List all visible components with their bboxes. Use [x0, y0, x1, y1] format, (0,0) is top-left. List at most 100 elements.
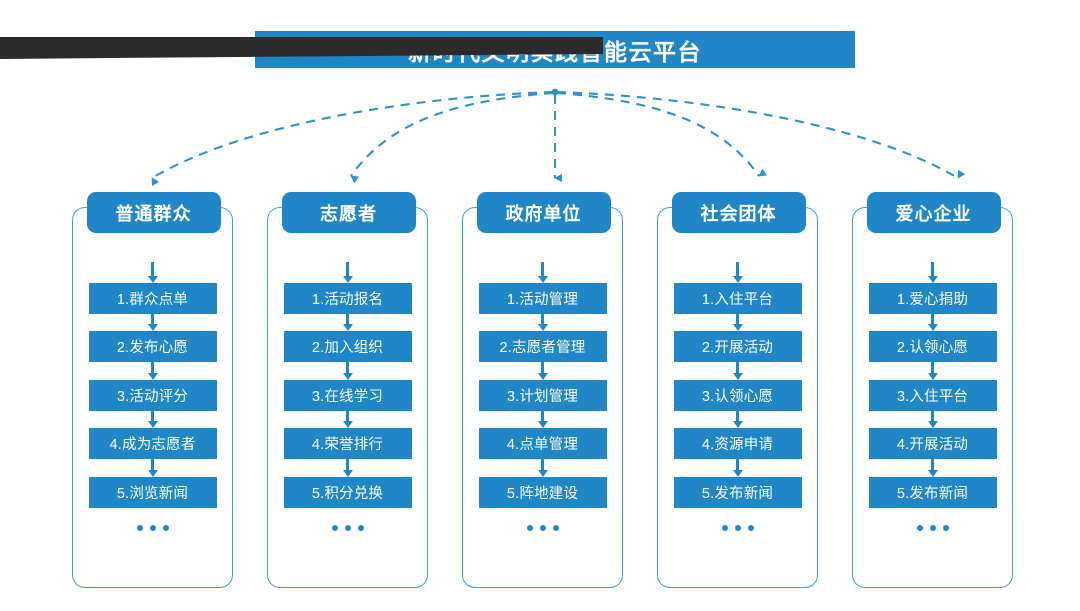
column-header-4[interactable]: 社会团体 — [671, 192, 806, 233]
item-label: 5.发布新闻 — [701, 485, 774, 502]
list-item[interactable]: 2.志愿者管理 — [478, 331, 607, 362]
flow-arrow-icon — [926, 362, 940, 380]
item-label: 2.开展活动 — [701, 340, 774, 356]
flow-arrow-icon — [926, 410, 940, 428]
item-label: 1.群众点单 — [116, 291, 189, 308]
list-item[interactable]: 5.积分兑换 — [283, 476, 412, 508]
list-item[interactable]: 4.开展活动 — [868, 428, 997, 459]
flow-arrow-icon — [341, 313, 355, 331]
list-item[interactable]: 2.加入组织 — [283, 331, 412, 362]
column-header-label: 志愿者 — [320, 203, 377, 224]
role-column-putongqunzhong: 普通群众 1.群众点单 2.发布心愿 3.活动评分 4.成为志愿者 5.浏览新闻 — [72, 192, 235, 590]
role-column-zhengfudanwei: 政府单位 1.活动管理 2.志愿者管理 3.计划管理 4.点单管理 5.阵地建设 — [462, 192, 625, 590]
column-header-label: 政府单位 — [505, 203, 582, 224]
column-header-label: 普通群众 — [115, 203, 192, 224]
flow-arrow-icon — [536, 262, 550, 283]
list-item[interactable]: 1.活动管理 — [478, 282, 607, 314]
item-label: 3.活动评分 — [116, 388, 189, 405]
item-label: 1.活动报名 — [311, 291, 384, 308]
list-item[interactable]: 2.认领心愿 — [868, 331, 997, 362]
list-item[interactable]: 2.开展活动 — [673, 331, 802, 362]
item-label: 5.浏览新闻 — [116, 485, 189, 502]
item-label: 4.资源申请 — [701, 437, 774, 453]
flow-arrow-icon — [926, 262, 940, 283]
item-label: 4.成为志愿者 — [109, 437, 196, 453]
column-header-label: 爱心企业 — [895, 203, 972, 224]
list-item[interactable]: 5.阵地建设 — [478, 476, 607, 508]
item-label: 2.加入组织 — [311, 340, 384, 356]
flow-arrow-icon — [146, 313, 160, 331]
item-label: 5.积分兑换 — [311, 485, 384, 502]
flow-arrow-icon — [536, 410, 550, 428]
item-label: 2.发布心愿 — [116, 340, 189, 356]
flow-arrow-icon — [926, 459, 940, 477]
column-header-2[interactable]: 志愿者 — [281, 192, 416, 233]
list-item[interactable]: 3.入住平台 — [868, 379, 997, 411]
item-label: 2.认领心愿 — [896, 340, 969, 356]
more-items-ellipsis — [916, 524, 949, 531]
item-label: 3.认领心愿 — [701, 388, 774, 405]
column-body: 1.活动管理 2.志愿者管理 3.计划管理 4.点单管理 5.阵地建设 — [462, 262, 623, 531]
flow-arrow-icon — [341, 410, 355, 428]
list-item[interactable]: 5.发布新闻 — [673, 476, 802, 508]
flow-arrow-icon — [341, 262, 355, 283]
chevron-down-icon — [548, 71, 564, 83]
column-body: 1.群众点单 2.发布心愿 3.活动评分 4.成为志愿者 5.浏览新闻 — [72, 262, 233, 531]
item-label: 5.阵地建设 — [506, 485, 579, 502]
list-item[interactable]: 2.发布心愿 — [88, 331, 217, 362]
list-item[interactable]: 1.入住平台 — [673, 282, 802, 314]
column-body: 1.入住平台 2.开展活动 3.认领心愿 4.资源申请 5.发布新闻 — [657, 262, 818, 531]
list-item[interactable]: 3.认领心愿 — [673, 379, 802, 411]
item-label: 3.在线学习 — [311, 388, 384, 405]
flow-arrow-icon — [731, 262, 745, 283]
list-item[interactable]: 3.活动评分 — [88, 379, 217, 411]
item-label: 1.活动管理 — [506, 291, 579, 308]
column-header-label: 社会团体 — [700, 203, 777, 224]
flow-arrow-icon — [341, 459, 355, 477]
flow-arrow-icon — [146, 459, 160, 477]
list-item[interactable]: 5.浏览新闻 — [88, 476, 217, 508]
flow-arrow-icon — [536, 313, 550, 331]
flow-arrow-icon — [731, 459, 745, 477]
more-items-ellipsis — [721, 524, 754, 531]
list-item[interactable]: 1.群众点单 — [88, 282, 217, 314]
role-column-aixinqiye: 爱心企业 1.爱心捐助 2.认领心愿 3.入住平台 4.开展活动 5.发布新闻 — [852, 192, 1015, 590]
item-label: 1.爱心捐助 — [896, 291, 969, 308]
flow-arrow-icon — [341, 362, 355, 380]
column-body: 1.爱心捐助 2.认领心愿 3.入住平台 4.开展活动 5.发布新闻 — [852, 262, 1013, 531]
list-item[interactable]: 1.爱心捐助 — [868, 282, 997, 314]
flow-arrow-icon — [731, 362, 745, 380]
item-label: 2.志愿者管理 — [499, 340, 586, 356]
flow-arrow-icon — [536, 459, 550, 477]
list-item[interactable]: 4.成为志愿者 — [88, 428, 217, 459]
item-label: 4.点单管理 — [506, 437, 579, 453]
list-item[interactable]: 3.计划管理 — [478, 379, 607, 411]
more-items-ellipsis — [331, 524, 364, 531]
flow-arrow-icon — [146, 262, 160, 283]
item-label: 3.入住平台 — [896, 388, 969, 405]
list-item[interactable]: 5.发布新闻 — [868, 476, 997, 508]
item-label: 5.发布新闻 — [896, 485, 969, 502]
item-label: 4.开展活动 — [896, 437, 969, 453]
more-items-ellipsis — [526, 524, 559, 531]
list-item[interactable]: 1.活动报名 — [283, 282, 412, 314]
flow-arrow-icon — [731, 410, 745, 428]
list-item[interactable]: 3.在线学习 — [283, 379, 412, 411]
flow-arrow-icon — [926, 313, 940, 331]
column-header-3[interactable]: 政府单位 — [476, 192, 611, 233]
title-shadow-band — [0, 37, 603, 59]
column-body: 1.活动报名 2.加入组织 3.在线学习 4.荣誉排行 5.积分兑换 — [267, 262, 428, 531]
flow-arrow-icon — [146, 410, 160, 428]
flow-arrow-icon — [146, 362, 160, 380]
column-header-5[interactable]: 爱心企业 — [866, 192, 1001, 233]
column-header-1[interactable]: 普通群众 — [86, 192, 221, 233]
list-item[interactable]: 4.点单管理 — [478, 428, 607, 459]
role-column-shehuituanti: 社会团体 1.入住平台 2.开展活动 3.认领心愿 4.资源申请 5.发布新闻 — [657, 192, 820, 590]
list-item[interactable]: 4.荣誉排行 — [283, 428, 412, 459]
item-label: 3.计划管理 — [506, 388, 579, 405]
list-item[interactable]: 4.资源申请 — [673, 428, 802, 459]
flow-arrow-icon — [536, 362, 550, 380]
item-label: 4.荣誉排行 — [311, 437, 384, 453]
